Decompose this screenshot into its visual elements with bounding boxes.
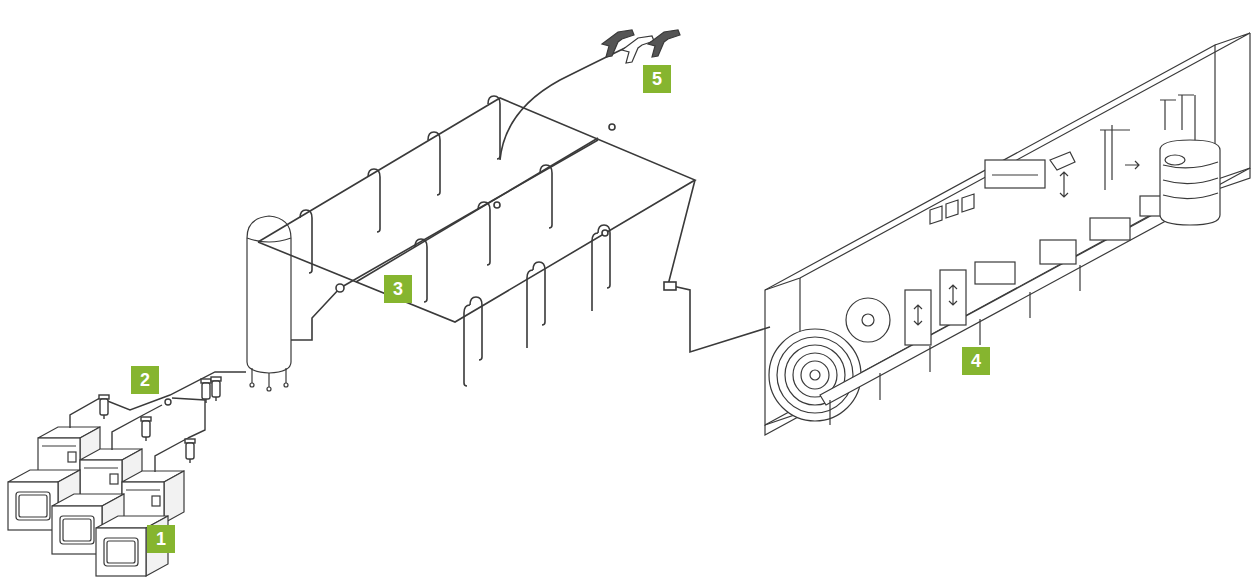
production-machine-part [769, 329, 861, 421]
distribution-network-part [527, 270, 533, 348]
production-machine [765, 33, 1250, 435]
air-treatment-piping-part [155, 438, 188, 472]
production-machine-part [985, 160, 1045, 188]
distribution-network-part [291, 288, 340, 340]
distribution-network-part [668, 180, 770, 352]
production-machine-part [905, 290, 931, 345]
production-machine-part [992, 174, 1038, 175]
air-receiver-tank-part [251, 368, 252, 384]
air-tools-part [648, 30, 680, 57]
callout-number: 2 [131, 366, 159, 394]
distribution-network-part [470, 297, 482, 360]
air-receiver-tank-part [250, 383, 254, 387]
production-machine-part [940, 270, 966, 325]
distribution-network-part [592, 233, 598, 311]
distribution-network-part [664, 282, 676, 290]
air-receiver-tank-part [285, 368, 286, 384]
distribution-network-part [488, 96, 500, 159]
distribution-network-part [478, 202, 490, 265]
production-machine-part [930, 194, 974, 224]
air-receiver-tank-part [247, 238, 291, 242]
compressor-units [8, 427, 184, 576]
air-treatment-piping-part [172, 398, 205, 438]
production-machine-part [1100, 125, 1130, 190]
distribution-network-part [464, 305, 470, 386]
production-machine-part [777, 337, 853, 413]
production-machine-part [820, 200, 1186, 405]
distribution-network-part [428, 132, 440, 195]
air-treatment-piping-part [145, 405, 162, 414]
air-treatment-piping-part [112, 414, 145, 450]
air-treatment-piping-part [211, 377, 221, 401]
compressor-units-part [122, 471, 184, 523]
production-machine-part [1160, 95, 1195, 145]
production-machine-part [1163, 162, 1218, 199]
distribution-network-part [500, 48, 625, 160]
production-machine-part [810, 370, 820, 380]
air-receiver-tank-part [268, 373, 269, 388]
distribution-network-part [300, 210, 312, 273]
production-machine-part [765, 45, 1215, 425]
production-machine-part [949, 285, 957, 305]
distribution-network-part [602, 230, 608, 236]
production-machine-part [830, 265, 1080, 425]
production-machine-part [914, 305, 922, 325]
production-machine-part [862, 314, 874, 326]
distribution-network-part [540, 165, 552, 228]
distribution-network-part [336, 284, 344, 292]
distribution-network-part [356, 138, 598, 282]
production-machine-part [1040, 240, 1076, 264]
production-machine-part [1165, 155, 1185, 165]
air-receiver-tank-part [247, 216, 291, 373]
production-machine-part [1125, 161, 1139, 169]
production-machine-part [1050, 152, 1075, 170]
air-receiver-tank [247, 216, 291, 391]
distribution-network-part [598, 225, 610, 288]
air-treatment-piping-part [201, 379, 211, 403]
callout-number: 5 [643, 65, 671, 93]
callout-number: 1 [147, 525, 175, 553]
distribution-network-part [258, 98, 695, 322]
distribution-network [258, 48, 770, 386]
distribution-network-part [368, 169, 380, 232]
air-treatment-piping-part [99, 395, 109, 419]
distribution-network-part [415, 239, 427, 302]
production-machine-part [1060, 172, 1068, 197]
production-machine-part [1160, 140, 1220, 225]
air-treatment-piping-part [141, 417, 151, 441]
callout-number: 3 [384, 275, 412, 303]
production-machine-part [765, 33, 1250, 290]
air-tools-part [622, 36, 654, 63]
distribution-network-part [609, 124, 615, 130]
air-receiver-tank-part [267, 387, 271, 391]
production-machine-part [1090, 218, 1130, 240]
distribution-network-part [494, 202, 500, 208]
air-receiver-tank-part [284, 383, 288, 387]
production-machine-part [975, 262, 1015, 284]
air-tools [602, 30, 680, 63]
callout-number: 4 [962, 347, 990, 375]
air-treatment-piping-part [185, 439, 195, 463]
production-machine-part [801, 361, 829, 389]
distribution-network-part [533, 262, 545, 325]
air-treatment-piping-part [100, 372, 246, 410]
production-machine-part [846, 298, 890, 342]
air-treatment-piping-part [165, 399, 171, 405]
